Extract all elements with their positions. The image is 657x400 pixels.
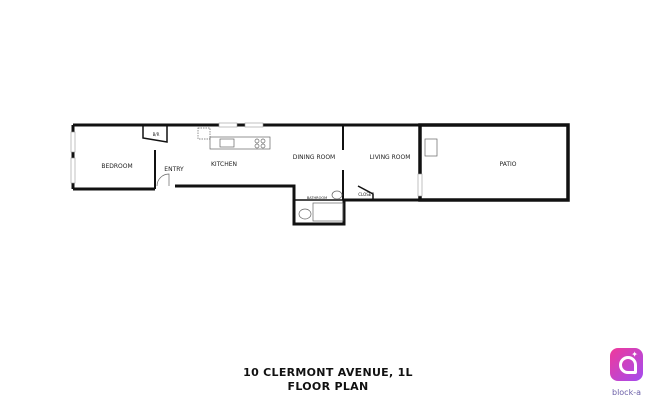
room-label-living-room: LIVING ROOM <box>370 154 411 161</box>
room-labels: BEDROOM B/R ENTRY KITCHEN DINING ROOM LI… <box>101 132 516 200</box>
room-label-kitchen: KITCHEN <box>211 161 237 168</box>
room-label-closet: CLOSET <box>358 192 374 197</box>
caption-floor-plan: FLOOR PLAN <box>287 380 369 393</box>
room-label-bathroom: BATHROOM <box>307 196 327 200</box>
windows <box>70 122 423 197</box>
room-label-br: B/R <box>153 132 160 137</box>
room-label-entry: ENTRY <box>164 166 184 173</box>
brand-logo-icon: ✦ <box>610 348 643 381</box>
logo-letter-icon <box>619 356 637 374</box>
walls <box>71 123 570 226</box>
brand-name: block-a <box>611 388 641 397</box>
fixtures <box>156 127 438 222</box>
room-label-bedroom: BEDROOM <box>101 163 132 170</box>
room-label-patio: PATIO <box>499 161 516 168</box>
sparkle-icon: ✦ <box>631 350 638 359</box>
room-label-dining-room: DINING ROOM <box>293 154 335 161</box>
caption-address: 10 CLERMONT AVENUE, 1L <box>243 366 413 379</box>
